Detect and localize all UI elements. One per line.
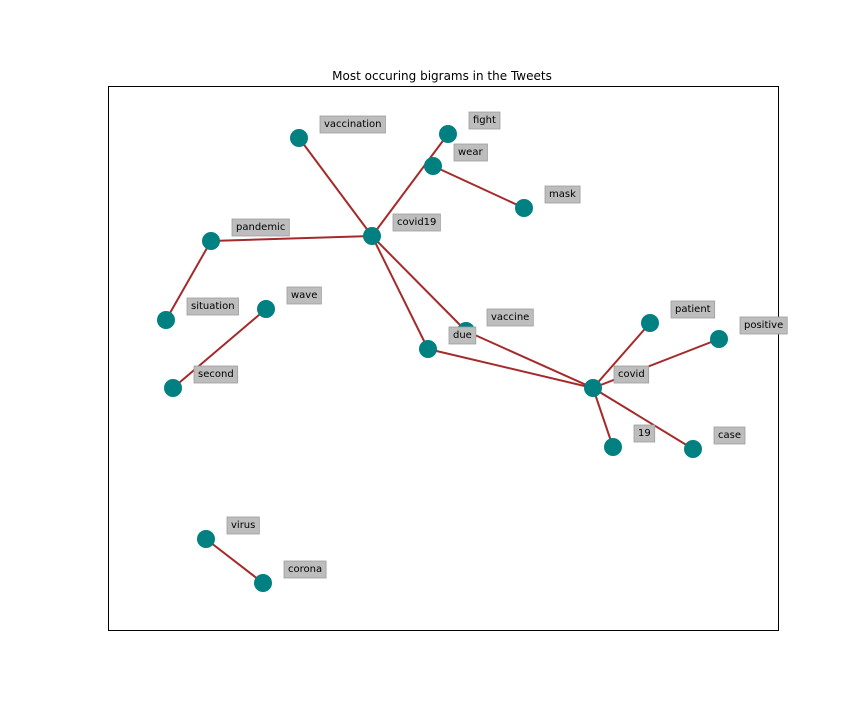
node-19: [604, 438, 622, 456]
node-label-box-positive: [739, 316, 788, 335]
chart-title: Most occuring bigrams in the Tweets: [332, 69, 552, 83]
edge-wear-mask: [432, 165, 525, 209]
node-case: [684, 440, 702, 458]
node-label-box-case: [713, 426, 746, 445]
node-label-text-mask: mask: [549, 189, 576, 200]
node-label-box-19: [633, 424, 656, 443]
edge-covid-19: [592, 387, 614, 448]
node-due: [419, 340, 437, 358]
node-virus: [197, 530, 215, 548]
edge-covid-patient: [592, 322, 651, 389]
node-label-case: case: [713, 426, 746, 445]
node-label-box-corona: [283, 560, 327, 579]
edge-vaccine-covid: [465, 330, 594, 389]
node-label-virus: virus: [226, 516, 260, 535]
node-label-text-vaccination: vaccination: [324, 119, 381, 130]
edges-layer: [165, 133, 720, 584]
node-covid19: [363, 227, 381, 245]
edge-second-wave: [172, 308, 267, 389]
node-pandemic: [202, 232, 220, 250]
edge-covid19-pandemic: [210, 235, 373, 242]
node-mask: [515, 199, 533, 217]
node-fight: [439, 125, 457, 143]
node-label-text-covid19: covid19: [397, 217, 436, 228]
edge-covid-case: [592, 387, 694, 450]
node-label-covid19: covid19: [392, 213, 441, 232]
node-label-box-covid: [613, 365, 650, 384]
edge-covid19-due: [371, 235, 429, 350]
node-label-fight: fight: [468, 111, 501, 130]
plot-frame: [108, 86, 779, 631]
node-label-due: due: [448, 326, 477, 345]
edge-due-covid: [427, 348, 594, 389]
node-label-box-patient: [670, 300, 716, 319]
node-label-second: second: [193, 365, 239, 384]
node-label-corona: corona: [283, 560, 327, 579]
node-label-text-wave: wave: [291, 290, 317, 301]
edge-covid19-vaccination: [298, 137, 373, 237]
node-label-text-due: due: [453, 330, 472, 341]
node-wear: [424, 157, 442, 175]
node-label-positive: positive: [739, 316, 788, 335]
edge-pandemic-situation: [165, 240, 212, 321]
node-label-box-fight: [468, 111, 501, 130]
node-label-text-virus: virus: [231, 520, 255, 531]
node-label-box-vaccine: [486, 308, 534, 327]
node-label-text-vaccine: vaccine: [491, 312, 529, 323]
edge-covid-positive: [592, 338, 720, 389]
node-label-text-pandemic: pandemic: [236, 222, 285, 233]
node-label-text-patient: patient: [675, 304, 711, 315]
node-label-text-case: case: [718, 430, 741, 441]
node-second: [164, 379, 182, 397]
node-label-text-situation: situation: [191, 301, 235, 312]
node-label-wear: wear: [453, 143, 488, 162]
node-corona: [254, 574, 272, 592]
edge-covid19-fight: [371, 133, 449, 237]
node-label-text-fight: fight: [473, 115, 496, 126]
node-label-patient: patient: [670, 300, 716, 319]
node-label-vaccination: vaccination: [319, 115, 386, 134]
node-wave: [257, 300, 275, 318]
node-label-covid: covid: [613, 365, 650, 384]
node-label-wave: wave: [286, 286, 322, 305]
node-label-box-covid19: [392, 213, 441, 232]
node-label-19: 19: [633, 424, 656, 443]
node-label-box-situation: [186, 297, 239, 316]
node-label-text-positive: positive: [744, 320, 783, 331]
node-label-text-corona: corona: [288, 564, 322, 575]
node-patient: [641, 314, 659, 332]
node-covid: [584, 379, 602, 397]
node-label-box-mask: [544, 185, 581, 204]
node-label-box-second: [193, 365, 239, 384]
node-label-box-virus: [226, 516, 260, 535]
node-label-mask: mask: [544, 185, 581, 204]
node-label-box-vaccination: [319, 115, 386, 134]
node-vaccination: [290, 129, 308, 147]
node-label-box-wave: [286, 286, 322, 305]
node-situation: [157, 311, 175, 329]
node-label-text-wear: wear: [458, 147, 483, 158]
node-label-text-second: second: [198, 369, 234, 380]
node-label-box-due: [448, 326, 477, 345]
node-label-text-19: 19: [638, 428, 651, 439]
node-label-vaccine: vaccine: [486, 308, 534, 327]
node-positive: [710, 330, 728, 348]
node-label-pandemic: pandemic: [231, 218, 290, 237]
node-label-text-covid: covid: [618, 369, 645, 380]
edge-covid19-vaccine: [371, 235, 467, 332]
node-label-box-pandemic: [231, 218, 290, 237]
node-label-situation: situation: [186, 297, 239, 316]
node-label-box-wear: [453, 143, 488, 162]
edge-virus-corona: [205, 538, 264, 584]
